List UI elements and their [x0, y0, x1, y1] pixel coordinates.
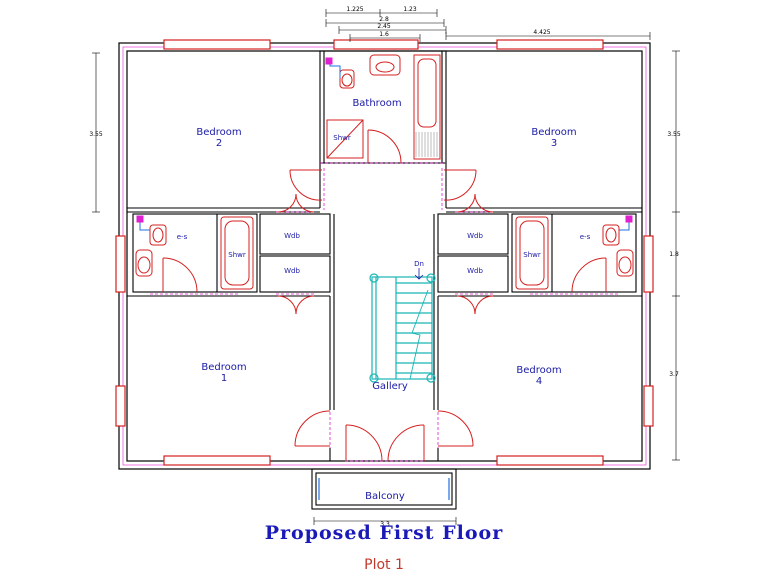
dim-top-4: 2.45	[377, 23, 391, 30]
balcony-label: Balcony	[365, 491, 405, 502]
ensuite-right-plumbing	[619, 215, 633, 231]
bedroom-3-name: Bedroom	[531, 127, 576, 138]
windows	[115, 39, 654, 466]
wardrobe-right-top-label: Wdb	[467, 232, 483, 240]
stair-down-label: Dn	[414, 260, 424, 268]
dimension-lines	[92, 9, 680, 525]
drawing-title: Proposed First Floor	[264, 522, 504, 544]
bedroom-2-number: 2	[216, 138, 222, 149]
bath-hatching	[415, 132, 438, 157]
ensuite-left-plumbing	[136, 215, 150, 231]
ensuite-left-fixtures	[135, 216, 254, 290]
dim-top-right: 4.425	[533, 29, 550, 36]
interior-walls	[127, 50, 642, 461]
dim-right-1: 3.55	[667, 131, 681, 138]
wardrobe-right-bottom-label: Wdb	[467, 267, 483, 275]
bathroom-plumbing	[325, 57, 341, 78]
bedroom-4-name: Bedroom	[516, 365, 561, 376]
drawing-subtitle: Plot 1	[364, 557, 404, 573]
ensuite-right-fixtures	[515, 216, 634, 290]
dim-top-5: 1.6	[379, 31, 389, 38]
bedroom-1-name: Bedroom	[201, 362, 246, 373]
gallery-label: Gallery	[372, 381, 408, 392]
balcony-glass	[318, 478, 450, 500]
insulation-line	[122, 46, 647, 466]
doors	[162, 129, 607, 462]
wardrobe-left-top-label: Wdb	[284, 232, 300, 240]
bedroom-1-number: 1	[221, 373, 227, 384]
dim-right-3: 3.7	[669, 371, 679, 378]
staircase	[369, 273, 436, 383]
stair-direction-arrow	[414, 268, 424, 280]
bedroom-2-name: Bedroom	[196, 127, 241, 138]
dim-right-2: 1.8	[669, 251, 679, 258]
shower-right-label: Shwr	[523, 251, 541, 259]
shower-left-label: Shwr	[228, 251, 246, 259]
bathroom-label: Bathroom	[352, 98, 401, 109]
bathroom-fixtures	[326, 54, 441, 160]
opening-lines	[150, 162, 620, 462]
wardrobe-left-bottom-label: Wdb	[284, 267, 300, 275]
dim-bottom-balcony: 3.3	[380, 521, 390, 528]
ensuite-right-label: e-s	[580, 233, 591, 241]
dim-top-3: 2.8	[379, 16, 389, 23]
ensuite-left-label: e-s	[177, 233, 188, 241]
bedroom-4-number: 4	[536, 376, 542, 387]
dim-left-1: 3.55	[89, 131, 103, 138]
balcony	[311, 468, 457, 510]
bedroom-3-number: 3	[551, 138, 557, 149]
dim-top-1: 1.225	[346, 6, 363, 13]
shower-bath-label: Shwr	[333, 134, 351, 142]
dim-top-2: 1.23	[403, 6, 417, 13]
